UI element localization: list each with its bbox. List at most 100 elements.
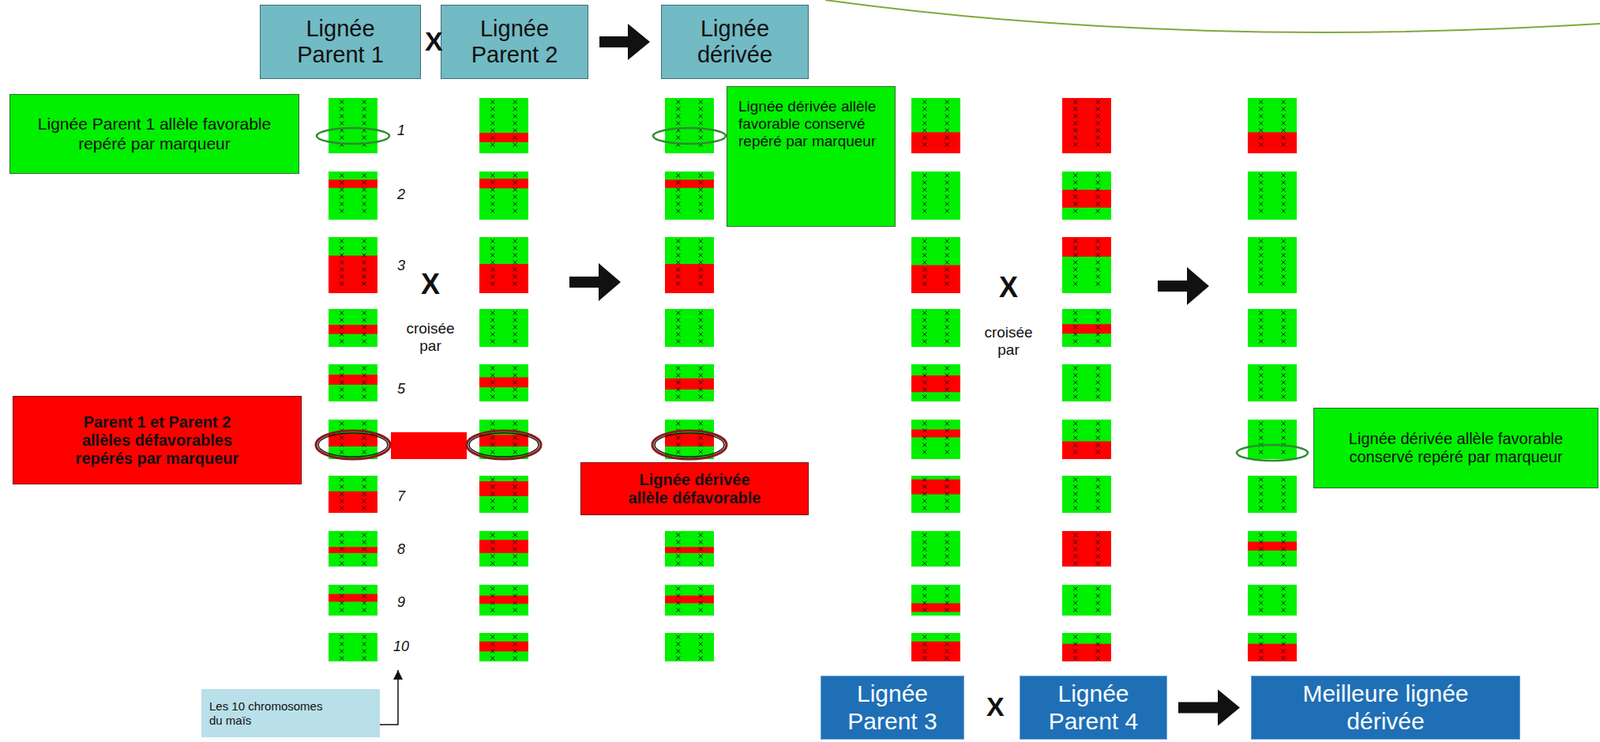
chromosome xyxy=(1062,475,1112,513)
allele-band xyxy=(1062,189,1112,208)
chromosome xyxy=(1247,584,1297,616)
marker-ring xyxy=(652,430,727,459)
chromatid-marks xyxy=(339,366,367,399)
chromosome-body xyxy=(911,97,961,154)
chromosome xyxy=(1062,530,1112,567)
allele-band xyxy=(479,595,529,605)
chromosome xyxy=(328,632,378,662)
chromosome-body xyxy=(664,419,714,459)
chromatid-marks xyxy=(339,311,367,344)
node-text: Lignée Parent 2 xyxy=(461,15,568,69)
chromosome xyxy=(479,171,529,220)
chromosome-body xyxy=(664,308,714,347)
chromatid-marks xyxy=(676,173,703,214)
chromosome xyxy=(479,475,529,513)
chromosome-body xyxy=(1062,97,1112,154)
chromosome-body xyxy=(1062,475,1112,513)
chromosome-body xyxy=(664,584,714,616)
chromosome xyxy=(1062,308,1112,347)
chromosome xyxy=(664,97,714,154)
favorable-note: Lignée dérivée allèle favorable conservé… xyxy=(726,86,896,227)
chromatid-marks xyxy=(1258,239,1286,286)
chromosome-body xyxy=(479,236,529,293)
chromosome-body xyxy=(911,632,961,662)
allele-band xyxy=(911,429,961,438)
chromatid-marks xyxy=(1258,366,1286,399)
chromosome-body xyxy=(911,236,961,293)
node-text: Lignée dérivée allèle favorable conservé… xyxy=(1329,429,1582,466)
allele-band xyxy=(1062,530,1112,567)
chromosome xyxy=(328,419,378,459)
chromatid-marks xyxy=(676,100,703,147)
allele-band xyxy=(1247,541,1297,551)
chromosome-body xyxy=(664,97,714,154)
chromatid-marks xyxy=(676,311,703,344)
chromatid-marks xyxy=(922,366,950,399)
chromatid-marks xyxy=(676,366,703,399)
chromatid-marks xyxy=(922,239,950,286)
allele-band xyxy=(328,255,378,293)
allele-band xyxy=(1247,643,1297,662)
chromosome-body xyxy=(1247,364,1297,402)
chromatid-marks xyxy=(1258,634,1286,661)
line-box: Meilleure lignée dérivée xyxy=(1250,675,1521,740)
chromosome-body xyxy=(328,364,378,402)
chromosome-body xyxy=(328,632,378,662)
chromatid-marks xyxy=(1073,173,1101,214)
chromosome xyxy=(1247,308,1297,347)
chromatid-marks xyxy=(1073,586,1101,613)
chromatid-marks xyxy=(922,586,950,613)
marker-ring xyxy=(315,430,391,459)
allele-band xyxy=(328,324,378,335)
chromosome-body xyxy=(328,171,378,220)
allele-band xyxy=(664,263,714,293)
chromosome xyxy=(328,584,378,616)
chromatid-marks xyxy=(339,477,367,511)
chromatid-marks xyxy=(1073,421,1101,455)
allele-band xyxy=(664,595,714,604)
allele-band xyxy=(1062,323,1112,334)
chromosome xyxy=(328,97,378,154)
chromosome xyxy=(479,584,529,616)
chromosome-body xyxy=(911,419,961,459)
chromosome xyxy=(1247,364,1297,402)
allele-band xyxy=(911,641,961,662)
unfavorable-note: Lignée dérivée allèle défavorable xyxy=(580,461,809,515)
chromosome-body xyxy=(328,584,378,616)
chromosome-body xyxy=(1062,530,1112,567)
chromatid-marks xyxy=(339,533,367,566)
node-text: Parent 1 et Parent 2 allèles défavorable… xyxy=(63,413,251,468)
marker-ring xyxy=(466,430,541,459)
line-box: Lignée Parent 1 xyxy=(259,4,421,79)
chromosome xyxy=(1247,97,1297,154)
chromatid-marks xyxy=(490,634,518,661)
chromosome xyxy=(479,632,529,662)
node-text: Lignée dérivée allèle favorable conservé… xyxy=(738,97,886,151)
chromosome xyxy=(1062,364,1112,402)
chromatid-marks xyxy=(676,239,703,286)
chromatid-marks xyxy=(676,421,703,455)
allele-band xyxy=(911,131,961,154)
chromatid-marks xyxy=(922,100,950,147)
allele-band xyxy=(664,179,714,188)
chromosome xyxy=(664,236,714,293)
chromatid-marks xyxy=(922,477,950,511)
chromatid-marks xyxy=(339,421,367,455)
chromosome-body xyxy=(911,584,961,616)
chromosome-body xyxy=(1062,236,1112,293)
chromosome-body xyxy=(1247,419,1297,459)
chromosome xyxy=(1247,530,1297,567)
cross-sign: X xyxy=(420,267,440,301)
chromatid-marks xyxy=(490,366,518,399)
chromatid-marks xyxy=(490,477,518,511)
chromosome-body xyxy=(1062,584,1112,616)
chromosome-body xyxy=(479,530,529,567)
cross-sign: X xyxy=(999,270,1018,304)
allele-band xyxy=(479,132,529,143)
line-box: Lignée dérivée xyxy=(661,4,809,79)
allele-band xyxy=(1062,643,1112,662)
chromatid-marks xyxy=(490,533,518,566)
chromatid-marks xyxy=(490,239,518,286)
marker-ellipse xyxy=(1236,444,1308,461)
